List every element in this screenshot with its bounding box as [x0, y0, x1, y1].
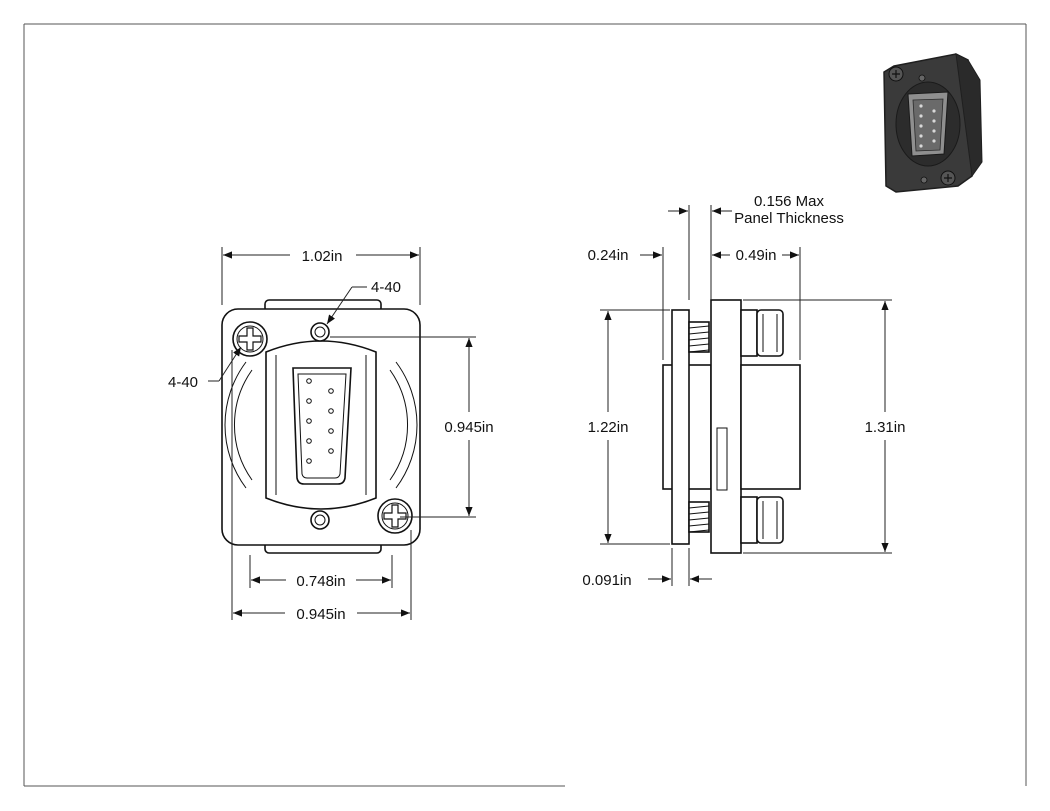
dim-max-panel-line2: Panel Thickness [734, 210, 844, 227]
dim-max-panel-line1: 0.156 Max [754, 193, 825, 210]
screw-icon-top-left [232, 321, 268, 357]
top-hole [310, 322, 330, 342]
label-thread-top: 4-40 [371, 279, 401, 296]
left-ring-arc-outer [224, 361, 247, 489]
side-view: 0.156 Max Panel Thickness 0.24in 0.49in … [582, 193, 905, 589]
connector-thumbnail [883, 53, 983, 193]
dim-overall-width: 1.02in [302, 248, 343, 265]
thread-top [688, 321, 710, 353]
left-ring-arc [234, 369, 253, 481]
nut-top [740, 309, 784, 357]
db9-pins [306, 378, 334, 464]
screw-icon-bottom-right [377, 498, 413, 534]
dim-front-depth: 0.49in [736, 247, 777, 264]
dim-inner-width: 0.748in [296, 573, 345, 590]
front-receptacle [740, 364, 801, 490]
right-ring-arc [389, 369, 408, 481]
right-ring-arc-outer [395, 361, 418, 489]
dim-hole-spacing-horizontal: 0.945in [296, 606, 345, 623]
label-thread-left: 4-40 [168, 374, 198, 391]
bottom-hole [310, 510, 330, 530]
front-housing [710, 299, 742, 554]
drawing-frame [23, 23, 1027, 787]
dim-flange-thickness: 0.091in [582, 572, 631, 589]
db9-shell [292, 367, 352, 485]
dim-overall-height: 1.31in [865, 419, 906, 436]
dim-hole-spacing-vertical: 0.945in [444, 419, 493, 436]
dim-flange-height: 1.22in [588, 419, 629, 436]
side-flange [671, 309, 690, 545]
front-view: 1.02in 4-40 4-40 0.945in 0.748in 0.945in [168, 247, 494, 623]
thread-bottom [688, 501, 710, 533]
nut-bottom [740, 496, 784, 544]
dim-rear-depth: 0.24in [588, 247, 629, 264]
